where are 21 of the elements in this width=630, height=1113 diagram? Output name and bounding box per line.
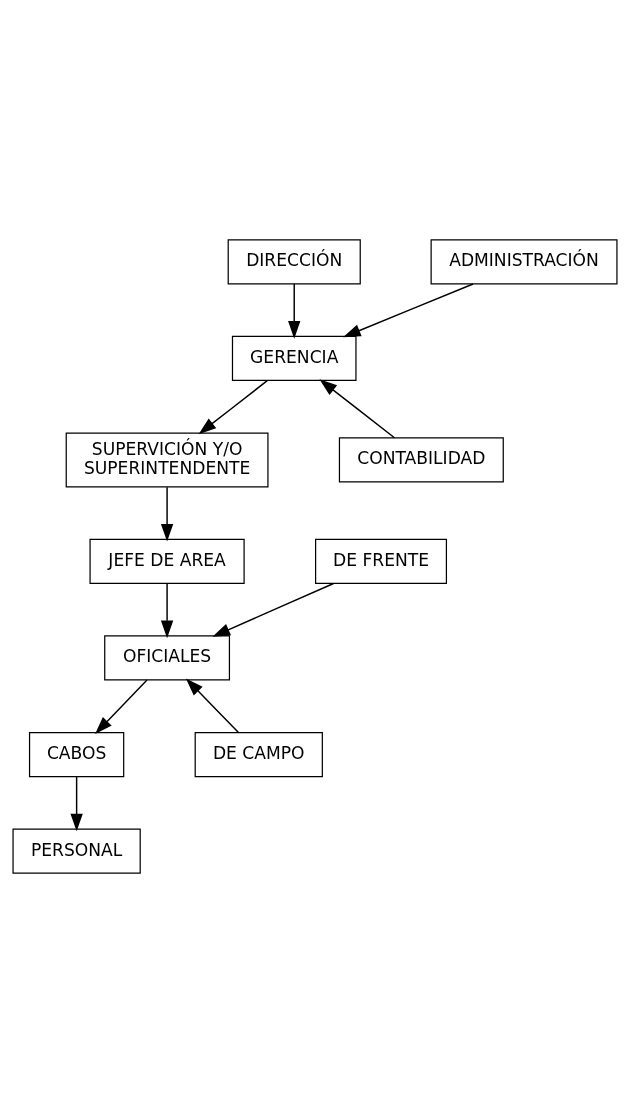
arrow bbox=[198, 379, 268, 435]
arrow bbox=[343, 283, 474, 338]
arrow bbox=[70, 775, 83, 832]
node-box: DE FRENTE bbox=[315, 538, 448, 584]
node-box: JEFE DE AREA bbox=[89, 538, 245, 584]
node-box: OFICIALES bbox=[104, 635, 231, 681]
arrow bbox=[185, 678, 240, 734]
arrow bbox=[160, 486, 174, 542]
node-box: CABOS bbox=[28, 731, 125, 778]
node-box: DIRECCIÓN bbox=[227, 239, 361, 285]
arrow bbox=[319, 379, 396, 439]
node-box: GERENCIA bbox=[231, 335, 357, 382]
node-box: CONTABILIDAD bbox=[338, 437, 504, 483]
node-box: PERSONAL bbox=[12, 828, 141, 874]
arrow bbox=[95, 679, 148, 735]
node-box: DE CAMPO bbox=[194, 731, 323, 778]
arrow bbox=[288, 283, 301, 339]
arrow bbox=[160, 582, 174, 639]
node-box: ADMINISTRACIÓN bbox=[430, 239, 618, 285]
arrow bbox=[212, 582, 335, 637]
node-box: SUPERVICIÓN Y/O SUPERINTENDENTE bbox=[65, 432, 269, 488]
